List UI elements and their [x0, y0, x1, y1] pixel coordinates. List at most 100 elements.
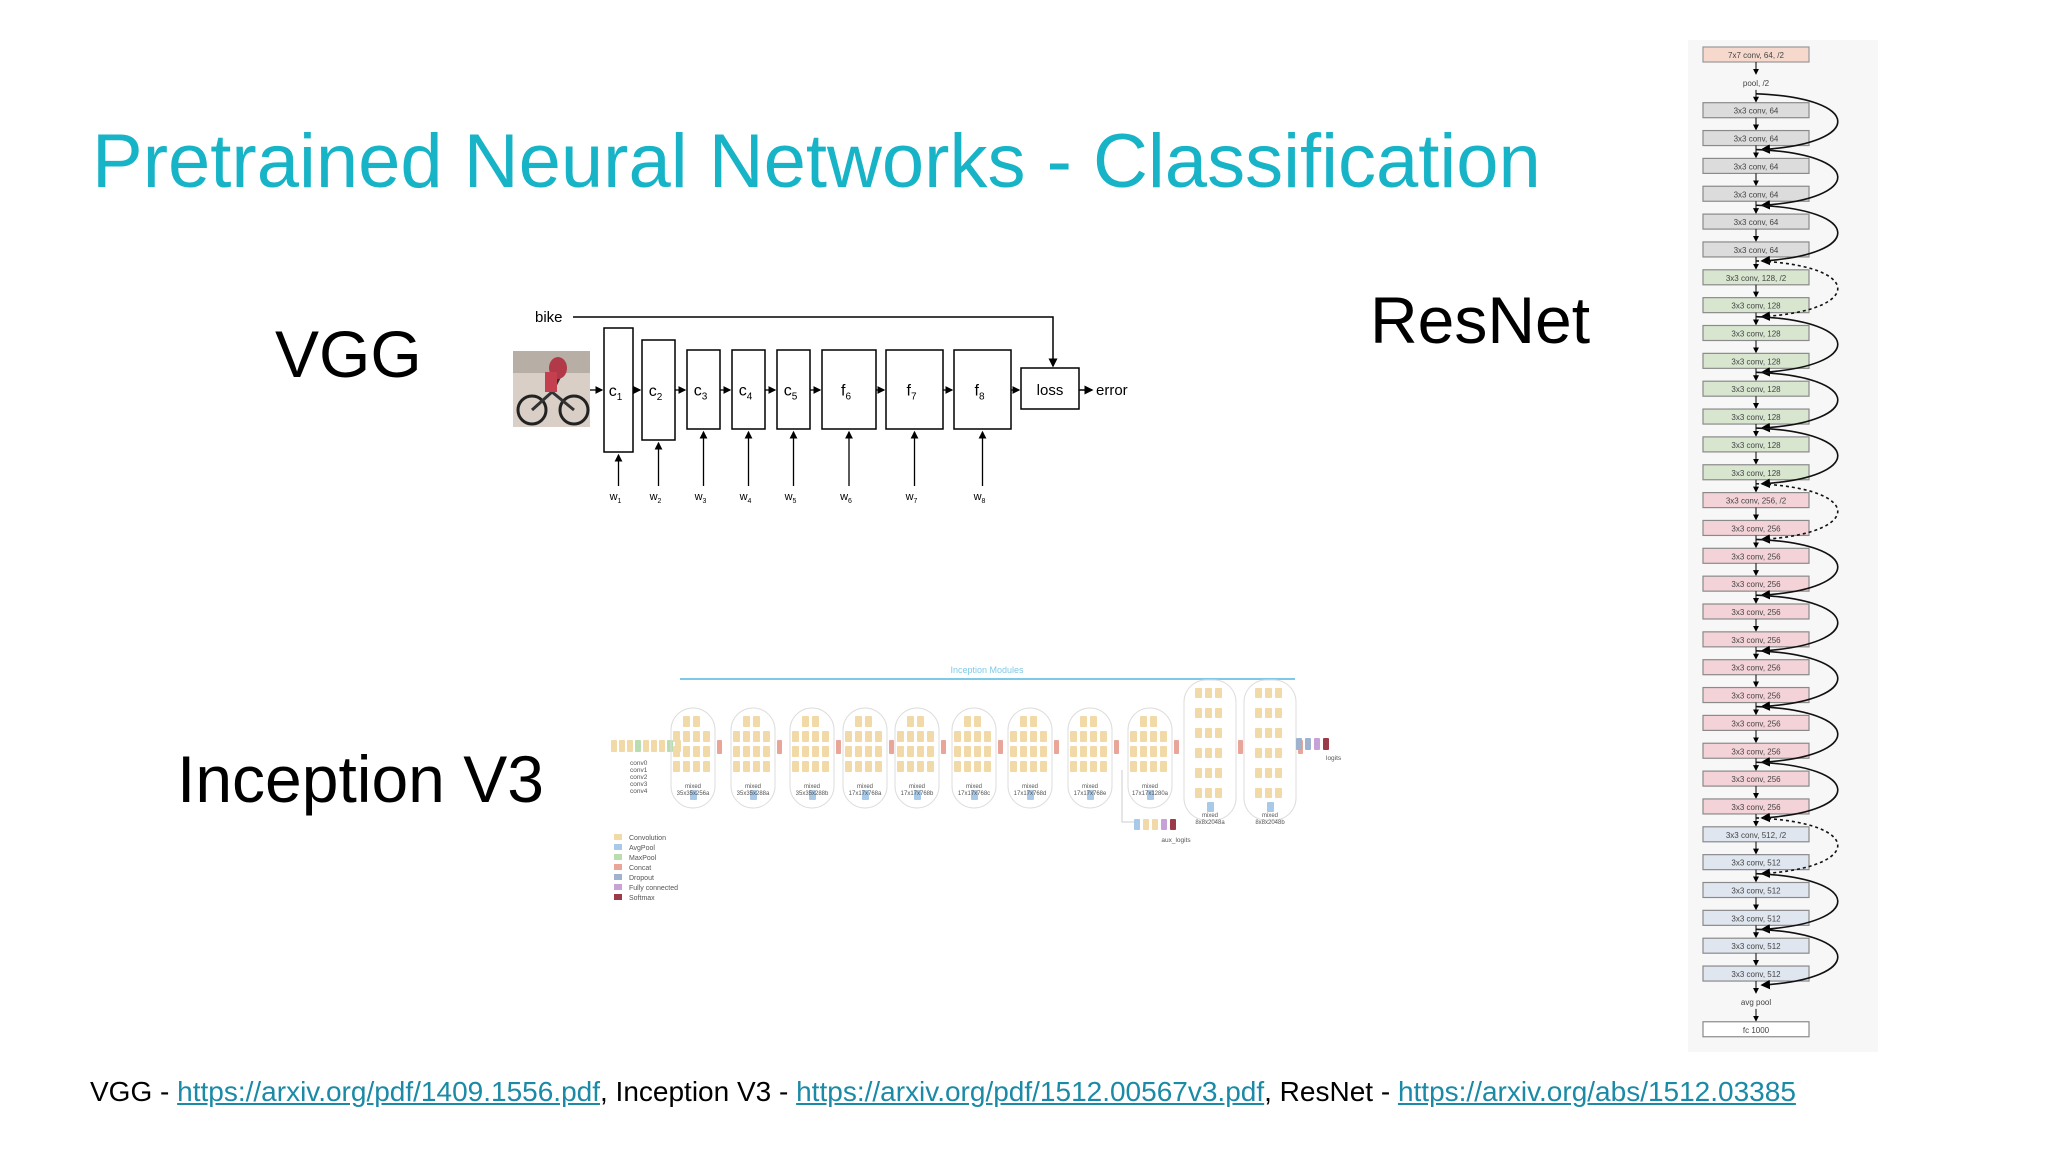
inception-concat-block: [777, 740, 782, 754]
resnet-layer-label: 3x3 conv, 256: [1731, 608, 1781, 617]
inception-conv-block: [1265, 788, 1272, 798]
vgg-layer-box: [776, 349, 811, 430]
resnet-layer-label: 3x3 conv, 512, /2: [1726, 831, 1787, 840]
inception-conv-block: [683, 731, 690, 742]
footer-vgg-prefix: VGG -: [90, 1076, 178, 1107]
inception-aux-block: [1152, 819, 1158, 830]
vgg-layer-label: f8: [974, 383, 984, 403]
inception-module-outline: [951, 707, 997, 809]
inception-conv-block: [812, 761, 819, 772]
inception-module-label: mixed: [966, 784, 982, 790]
inception-conv-block: [1275, 748, 1282, 758]
inception-stem-block: [627, 740, 633, 752]
vgg-layer-label: f6: [841, 383, 851, 403]
inception-conv-block: [964, 716, 971, 727]
inception-conv-block: [1040, 746, 1047, 757]
resnet-paper-link[interactable]: https://arxiv.org/abs/1512.03385: [1397, 1076, 1796, 1107]
inception-conv-block: [1080, 761, 1087, 772]
inception-legend-label: AvgPool: [629, 845, 655, 852]
inception-conv-block: [1255, 688, 1262, 698]
inception-module-label: mixed: [1142, 784, 1158, 790]
inception-conv-block: [1070, 761, 1077, 772]
footer-inception-prefix: , Inception V3 -: [600, 1076, 797, 1107]
vgg-input-label: bike: [535, 309, 563, 326]
inception-legend-label: Dropout: [629, 875, 654, 882]
inception-concat-block: [941, 740, 946, 754]
vgg-layer-box: [731, 349, 766, 430]
inception-conv-block: [954, 746, 961, 757]
inception-conv-block: [822, 731, 829, 742]
inception-conv-block: [1195, 688, 1202, 698]
resnet-skip-connection: [1755, 93, 1839, 154]
resnet-layer-label: fc 1000: [1743, 1026, 1770, 1035]
inception-concat-block: [1114, 740, 1119, 754]
inception-concat-block: [1238, 740, 1243, 754]
inception-conv-block: [733, 731, 740, 742]
resnet-skip-connection: [1755, 872, 1839, 934]
inception-module-label: mixed: [685, 784, 701, 790]
inception-conv-block: [1255, 728, 1262, 738]
resnet-layer-label: 3x3 conv, 256: [1731, 803, 1781, 812]
inception-conv-block: [865, 716, 872, 727]
vgg-paper-link[interactable]: https://arxiv.org/pdf/1409.1556.pdf: [177, 1076, 600, 1107]
inception-logits-block: [1305, 738, 1311, 750]
resnet-skip-connection: [1755, 204, 1839, 266]
inception-legend-swatch: [614, 894, 622, 900]
inception-conv-block: [1160, 761, 1167, 772]
inception-conv-block: [1265, 688, 1272, 698]
inception-module-label: mixed: [804, 784, 820, 790]
inception-module-outline: [1243, 679, 1297, 821]
inception-module-label: mixed: [1022, 784, 1038, 790]
vgg-layer-box: [686, 349, 721, 430]
vgg-layer-label: f7: [906, 383, 916, 403]
inception-conv-block: [1265, 748, 1272, 758]
inception-conv-block: [1020, 716, 1027, 727]
inception-conv-block: [1100, 761, 1107, 772]
inception-conv-block: [693, 761, 700, 772]
inception-conv-block: [927, 731, 934, 742]
inception-module-label: mixed: [909, 784, 925, 790]
inception-legend-swatch: [614, 834, 622, 840]
inception-conv-block: [693, 746, 700, 757]
inception-stem-block: [643, 740, 649, 752]
footer-resnet-prefix: , ResNet -: [1264, 1076, 1398, 1107]
inception-conv-block: [753, 716, 760, 727]
inception-module-label: 8x8x2048b: [1255, 820, 1285, 826]
inception-legend-swatch: [614, 884, 622, 890]
vgg-loss-label: loss: [1037, 382, 1064, 399]
inception-conv-block: [753, 761, 760, 772]
inception-conv-block: [802, 761, 809, 772]
inception-conv-block: [703, 746, 710, 757]
inception-conv-block: [743, 746, 750, 757]
inception-concat-block: [1174, 740, 1179, 754]
inception-pool-block: [809, 790, 816, 800]
inception-conv-block: [1020, 746, 1027, 757]
inception-module-outline: [894, 707, 940, 809]
inception-conv-block: [845, 731, 852, 742]
inception-conv-block: [1205, 728, 1212, 738]
inception-module-outline: [730, 707, 776, 809]
inception-conv-block: [703, 731, 710, 742]
inception-stem-label: conv3: [630, 781, 648, 788]
inception-conv-block: [974, 761, 981, 772]
inception-legend-label: Fully connected: [629, 885, 678, 892]
inception-conv-block: [802, 731, 809, 742]
inception-conv-block: [792, 746, 799, 757]
inception-conv-block: [1215, 788, 1222, 798]
inception-module-label: 17x17x768d: [1014, 791, 1047, 797]
inception-module-label: mixed: [1082, 784, 1098, 790]
inception-paper-link[interactable]: https://arxiv.org/pdf/1512.00567v3.pdf: [796, 1076, 1265, 1107]
inception-module-label: 17x17x768a: [849, 791, 882, 797]
inception-module-label: mixed: [1202, 813, 1218, 819]
inception-conv-block: [897, 761, 904, 772]
inception-conv-block: [763, 746, 770, 757]
inception-pool-block: [1207, 802, 1214, 812]
inception-conv-block: [907, 716, 914, 727]
inception-conv-block: [693, 731, 700, 742]
resnet-layer-label: 3x3 conv, 512: [1731, 914, 1781, 923]
inception-conv-block: [1195, 708, 1202, 718]
inception-conv-block: [974, 716, 981, 727]
inception-conv-block: [875, 746, 882, 757]
inception-conv-block: [845, 746, 852, 757]
